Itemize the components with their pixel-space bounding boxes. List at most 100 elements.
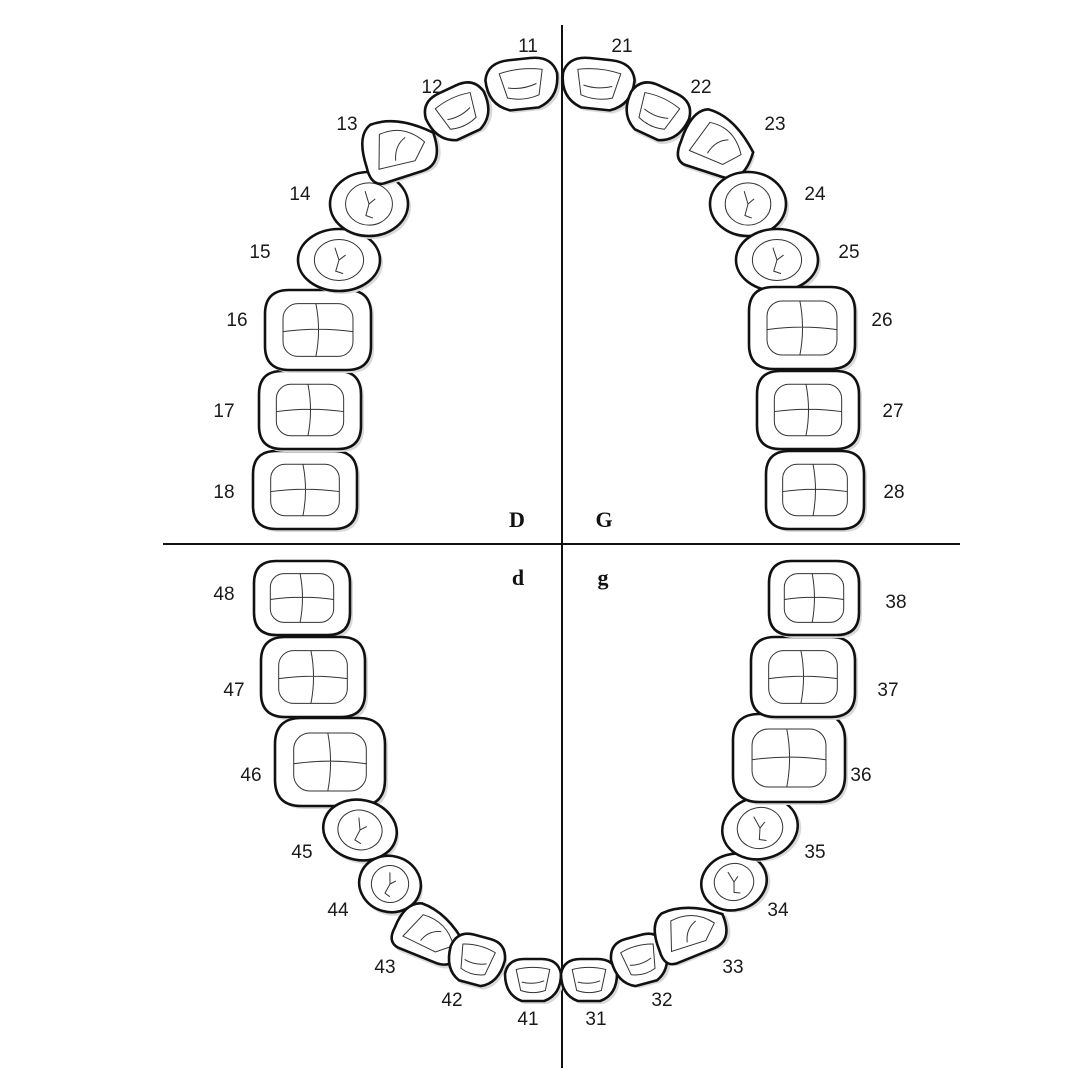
tooth-44[interactable] (352, 849, 430, 923)
occlusal-table (345, 182, 393, 226)
tooth-number-35: 35 (804, 842, 825, 863)
tooth-12[interactable] (418, 75, 501, 151)
tooth-35[interactable] (716, 789, 807, 869)
tooth-number-12: 12 (421, 77, 442, 98)
tooth-26[interactable] (747, 285, 858, 372)
tooth-11[interactable] (484, 55, 564, 116)
tooth-34[interactable] (695, 846, 777, 921)
ridge-line (464, 958, 487, 965)
tooth-31[interactable] (559, 957, 620, 1004)
tooth-number-23: 23 (764, 114, 785, 135)
tooth-18[interactable] (251, 449, 360, 532)
tooth-number-25: 25 (838, 242, 859, 263)
tooth-37[interactable] (749, 635, 858, 720)
occlusal-table (515, 966, 551, 994)
quadrant-label-upper-right: D (509, 507, 525, 532)
tooth-23[interactable] (673, 104, 764, 187)
tooth-14[interactable] (328, 170, 411, 239)
occlusal-table (293, 732, 367, 792)
tooth-33[interactable] (647, 891, 737, 970)
occlusal-table (370, 865, 410, 903)
tooth-28[interactable] (764, 449, 867, 532)
tooth-outline (653, 906, 728, 966)
cusp-grooves (782, 464, 848, 516)
occlusal-table (620, 943, 656, 976)
ridge-line (447, 107, 471, 121)
occlusal-table (460, 943, 496, 976)
occlusal-table (751, 239, 803, 281)
occlusal-table (713, 862, 755, 902)
central-groove (743, 191, 755, 219)
tooth-number-42: 42 (441, 990, 462, 1011)
occlusal-table (269, 573, 335, 623)
tooth-48[interactable] (252, 559, 353, 638)
tooth-22[interactable] (616, 76, 699, 152)
tooth-number-31: 31 (585, 1009, 606, 1030)
tooth-number-46: 46 (240, 765, 261, 786)
occlusal-table (577, 68, 622, 100)
tooth-46[interactable] (273, 716, 388, 809)
tooth-number-36: 36 (850, 765, 871, 786)
cusp-grooves (751, 728, 827, 788)
occlusal-table (337, 809, 383, 851)
tooth-47[interactable] (259, 635, 368, 720)
tooth-outline (749, 635, 857, 719)
tooth-outline (251, 449, 359, 531)
tooth-15[interactable] (296, 227, 383, 294)
tooth-number-17: 17 (213, 401, 234, 422)
tooth-17[interactable] (257, 369, 364, 452)
occlusal-table (434, 91, 477, 130)
tooth-outline (731, 712, 847, 804)
tooth-number-47: 47 (223, 680, 244, 701)
tooth-number-43: 43 (374, 957, 395, 978)
tooth-number-22: 22 (690, 77, 711, 98)
tooth-27[interactable] (755, 369, 862, 452)
cusp-grooves (784, 573, 844, 623)
cusp-grooves (276, 384, 344, 436)
occlusal-table (724, 182, 772, 226)
tooth-41[interactable] (503, 957, 564, 1004)
occlusal-table (275, 383, 345, 437)
tooth-number-21: 21 (611, 36, 632, 57)
tooth-16[interactable] (263, 288, 374, 373)
occlusal-table (278, 650, 348, 704)
cusp-grooves (293, 732, 367, 792)
tooth-42[interactable] (442, 930, 512, 995)
central-groove (334, 247, 346, 275)
occlusal-table (688, 121, 742, 166)
occlusal-table (768, 650, 838, 704)
tooth-outline (503, 957, 563, 1003)
ridge-line (686, 920, 696, 943)
occlusal-table (736, 806, 784, 850)
occlusal-table (783, 573, 845, 623)
ridge-line (507, 83, 537, 89)
tooth-number-37: 37 (877, 680, 898, 701)
tooth-outline (559, 957, 619, 1003)
tooth-38[interactable] (767, 559, 862, 638)
tooth-24[interactable] (708, 170, 789, 239)
ridge-line (583, 84, 613, 89)
tooth-outline (263, 288, 373, 372)
ridge-line (707, 139, 729, 154)
tooth-number-44: 44 (327, 900, 349, 921)
tooth-number-28: 28 (883, 482, 904, 503)
tooth-number-15: 15 (249, 242, 270, 263)
tooth-25[interactable] (734, 227, 821, 294)
tooth-number-32: 32 (651, 990, 672, 1011)
tooth-13[interactable] (354, 106, 447, 190)
ridge-line (521, 980, 545, 984)
tooth-21[interactable] (559, 55, 639, 116)
ridge-line (395, 137, 406, 161)
tooth-number-34: 34 (767, 900, 789, 921)
occlusal-table (571, 966, 607, 994)
tooth-number-18: 18 (213, 482, 234, 503)
cusp-grooves (278, 650, 348, 704)
tooth-number-24: 24 (804, 184, 826, 205)
cusp-grooves (768, 650, 838, 704)
tooth-45[interactable] (317, 793, 405, 871)
central-groove (727, 871, 741, 894)
ridge-line (577, 980, 601, 984)
tooth-36[interactable] (731, 712, 848, 805)
